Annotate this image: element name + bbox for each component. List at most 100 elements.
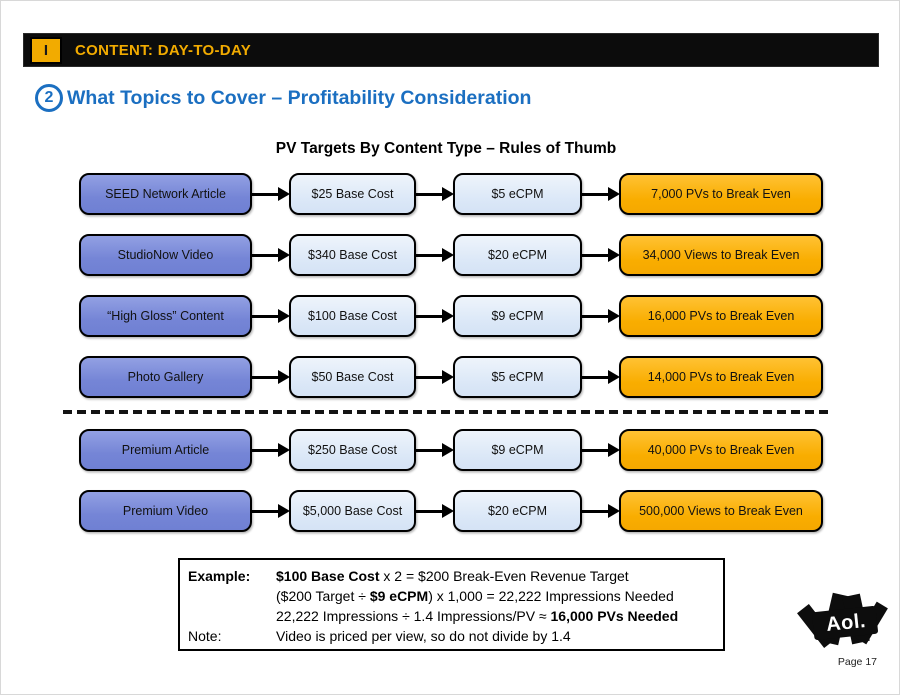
example-segment: $100 Base Cost bbox=[276, 568, 380, 584]
arrow-line bbox=[250, 253, 279, 257]
arrow-line bbox=[250, 375, 279, 379]
flow-arrow-icon bbox=[250, 295, 290, 337]
flow-arrow-icon bbox=[414, 173, 454, 215]
arrow-line bbox=[250, 448, 279, 452]
base-cost-box: $250 Base Cost bbox=[289, 429, 416, 471]
arrow-line bbox=[414, 253, 443, 257]
heading-text: What Topics to Cover – Profitability Con… bbox=[67, 86, 532, 109]
arrow-head bbox=[442, 309, 454, 323]
example-segment: 22,222 Impressions ÷ 1.4 Impressions/PV … bbox=[276, 608, 551, 624]
flow-arrow-icon bbox=[414, 295, 454, 337]
example-line-text: $100 Base Cost x 2 = $200 Break-Even Rev… bbox=[276, 566, 715, 586]
content-type-box: SEED Network Article bbox=[79, 173, 252, 215]
example-segment: ) x 1,000 = 22,222 Impressions Needed bbox=[428, 588, 674, 604]
example-segment: x 2 = $200 Break-Even Revenue Target bbox=[379, 568, 629, 584]
arrow-head bbox=[608, 187, 620, 201]
example-line-text: 22,222 Impressions ÷ 1.4 Impressions/PV … bbox=[276, 606, 715, 626]
arrow-head bbox=[278, 187, 290, 201]
ecpm-box: $20 eCPM bbox=[453, 490, 582, 532]
arrow-head bbox=[442, 187, 454, 201]
arrow-line bbox=[580, 375, 609, 379]
ecpm-box: $20 eCPM bbox=[453, 234, 582, 276]
arrow-line bbox=[414, 448, 443, 452]
flow-arrow-icon bbox=[580, 490, 620, 532]
arrow-head bbox=[608, 504, 620, 518]
flow-row: Premium Article $250 Base Cost $9 eCPM 40,0… bbox=[79, 429, 831, 471]
flow-arrow-icon bbox=[580, 295, 620, 337]
flow-arrow-icon bbox=[580, 429, 620, 471]
arrow-head bbox=[608, 248, 620, 262]
content-type-box: Premium Article bbox=[79, 429, 252, 471]
ecpm-box: $5 eCPM bbox=[453, 356, 582, 398]
aol-logo-text: Aol. bbox=[825, 609, 867, 636]
arrow-line bbox=[414, 192, 443, 196]
flow-row: Premium Video $5,000 Base Cost $20 eCPM 500… bbox=[79, 490, 831, 532]
arrow-head bbox=[278, 504, 290, 518]
flow-arrow-icon bbox=[414, 429, 454, 471]
arrow-head bbox=[278, 248, 290, 262]
arrow-line bbox=[580, 448, 609, 452]
flow-arrow-icon bbox=[250, 429, 290, 471]
content-type-box: Premium Video bbox=[79, 490, 252, 532]
example-box: Example:$100 Base Cost x 2 = $200 Break-… bbox=[178, 558, 725, 651]
flow-row: StudioNow Video $340 Base Cost $20 eCPM 34,… bbox=[79, 234, 831, 276]
flow-row: “High Gloss” Content$100 Base Cost$9 eCP… bbox=[79, 295, 831, 337]
arrow-line bbox=[250, 509, 279, 513]
flow-arrow-icon bbox=[414, 356, 454, 398]
example-segment: 16,000 PVs Needed bbox=[550, 608, 679, 624]
flow-arrow-icon bbox=[250, 356, 290, 398]
arrow-line bbox=[414, 375, 443, 379]
arrow-head bbox=[278, 370, 290, 384]
base-cost-box: $5,000 Base Cost bbox=[289, 490, 416, 532]
content-type-box: StudioNow Video bbox=[79, 234, 252, 276]
example-line-text: Video is priced per view, so do not divi… bbox=[276, 626, 715, 646]
arrow-head bbox=[442, 443, 454, 457]
section-index-chip: I bbox=[30, 36, 62, 64]
content-type-box: “High Gloss” Content bbox=[79, 295, 252, 337]
header-title: CONTENT: DAY-TO-DAY bbox=[75, 41, 252, 59]
flow-arrow-icon bbox=[580, 356, 620, 398]
example-line-label: Note: bbox=[188, 628, 222, 644]
break-even-box: 500,000 Views to Break Even bbox=[619, 490, 823, 532]
heading-number: 2 bbox=[44, 89, 54, 106]
ecpm-box: $9 eCPM bbox=[453, 429, 582, 471]
flow-arrow-icon bbox=[414, 490, 454, 532]
arrow-head bbox=[442, 504, 454, 518]
arrow-line bbox=[580, 509, 609, 513]
example-line-label bbox=[188, 586, 276, 606]
content-type-box: Photo Gallery bbox=[79, 356, 252, 398]
example-segment: ($200 Target ÷ bbox=[276, 588, 370, 604]
base-cost-box: $340 Base Cost bbox=[289, 234, 416, 276]
flow-arrow-icon bbox=[580, 173, 620, 215]
arrow-head bbox=[278, 443, 290, 457]
arrow-head bbox=[442, 370, 454, 384]
ecpm-box: $5 eCPM bbox=[453, 173, 582, 215]
dashed-divider bbox=[63, 410, 831, 414]
break-even-box: 34,000 Views to Break Even bbox=[619, 234, 823, 276]
flow-arrow-icon bbox=[250, 173, 290, 215]
example-segment: Video is priced per view, so do not divi… bbox=[276, 628, 571, 644]
arrow-line bbox=[414, 314, 443, 318]
example-line-text: ($200 Target ÷ $9 eCPM) x 1,000 = 22,222… bbox=[276, 586, 715, 606]
base-cost-box: $25 Base Cost bbox=[289, 173, 416, 215]
break-even-box: 7,000 PVs to Break Even bbox=[619, 173, 823, 215]
flow-diagram: SEED Network Article $25 Base Cost $5 eCPM… bbox=[63, 173, 831, 551]
arrow-head bbox=[608, 309, 620, 323]
arrow-line bbox=[250, 192, 279, 196]
arrow-head bbox=[608, 443, 620, 457]
break-even-box: 40,000 PVs to Break Even bbox=[619, 429, 823, 471]
arrow-head bbox=[442, 248, 454, 262]
arrow-line bbox=[580, 314, 609, 318]
header-bar: I CONTENT: DAY-TO-DAY bbox=[23, 33, 879, 67]
arrow-line bbox=[250, 314, 279, 318]
flow-arrow-icon bbox=[250, 490, 290, 532]
flow-row: SEED Network Article $25 Base Cost $5 eCPM… bbox=[79, 173, 831, 215]
arrow-head bbox=[278, 309, 290, 323]
arrow-head bbox=[608, 370, 620, 384]
break-even-box: 16,000 PVs to Break Even bbox=[619, 295, 823, 337]
base-cost-box: $50 Base Cost bbox=[289, 356, 416, 398]
aol-logo: Aol. bbox=[797, 592, 888, 654]
slide-heading: 2 What Topics to Cover – Profitability C… bbox=[35, 84, 531, 112]
